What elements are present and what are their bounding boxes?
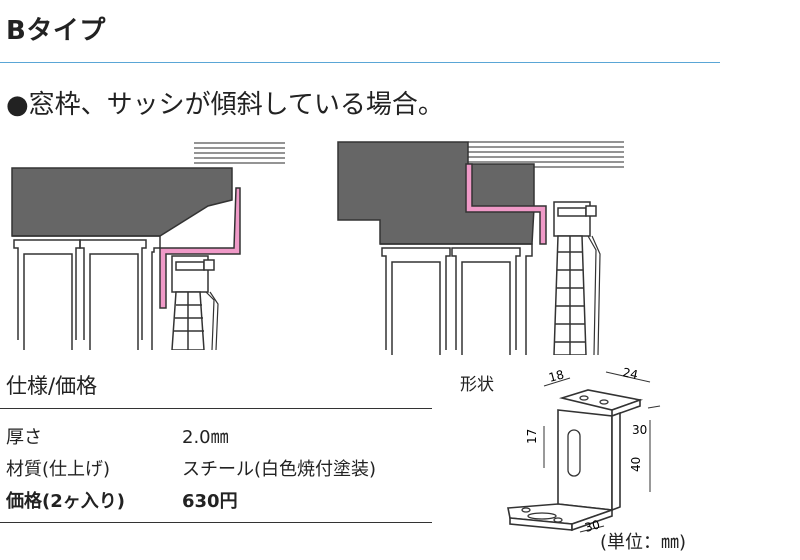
dim-30-lower: 30	[583, 517, 601, 534]
right-install-diagram	[337, 141, 624, 355]
spec-row-price: 価格(2ヶ入り) 630円	[6, 484, 436, 516]
left-blind-head	[171, 255, 215, 293]
left-sash-profile	[12, 235, 161, 350]
spec-label: 価格(2ヶ入り)	[6, 491, 125, 512]
dim-18: 18	[547, 367, 565, 384]
spec-value: スチール(白色焼付塗装)	[182, 459, 377, 480]
unit-label: (単位：㎜)	[598, 528, 689, 554]
left-blind-slats	[171, 291, 205, 350]
spec-value: 2.0㎜	[182, 427, 229, 448]
title-underline	[0, 62, 720, 63]
dim-17: 17	[525, 429, 539, 444]
dim-30-upper: 30	[632, 423, 647, 437]
left-bracket	[159, 187, 241, 309]
right-ceiling-lines	[468, 141, 624, 168]
left-ceiling-lines	[194, 142, 285, 164]
dim-40: 40	[629, 457, 643, 472]
left-window-frame	[11, 167, 233, 237]
right-blind-head	[553, 201, 597, 237]
left-blind-cord	[205, 291, 219, 350]
page-title: Bタイプ	[6, 16, 106, 46]
right-sash-profile	[380, 243, 533, 355]
left-sash-columns	[13, 239, 147, 350]
shape-label: 形状	[460, 375, 494, 395]
spec-row: 厚さ 2.0㎜	[6, 420, 436, 452]
dimension-lines	[543, 371, 661, 533]
spec-bottom-rule	[0, 522, 432, 523]
spec-label: 材質(仕上げ)	[6, 459, 111, 480]
right-window-frame	[337, 141, 535, 245]
spec-label: 厚さ	[6, 427, 42, 448]
bracket-shape-diagram: 18 24 30 17 40 30	[507, 365, 661, 535]
spec-table: 厚さ 2.0㎜ 材質(仕上げ) スチール(白色焼付塗装) 価格(2ヶ入り) 63…	[6, 420, 436, 516]
right-sash-columns	[381, 247, 521, 355]
left-install-diagram	[11, 142, 285, 350]
right-blind-slats	[553, 235, 587, 355]
spec-top-rule	[0, 408, 432, 409]
right-bracket	[465, 163, 547, 245]
spec-heading: 仕様/価格	[6, 374, 98, 398]
subtitle: ●窓枠、サッシが傾斜している場合。	[6, 90, 444, 120]
right-blind-cord	[587, 235, 601, 355]
dim-24: 24	[621, 365, 639, 382]
spec-value: 630円	[182, 491, 238, 512]
bracket-holes	[521, 395, 609, 523]
spec-row: 材質(仕上げ) スチール(白色焼付塗装)	[6, 452, 436, 484]
